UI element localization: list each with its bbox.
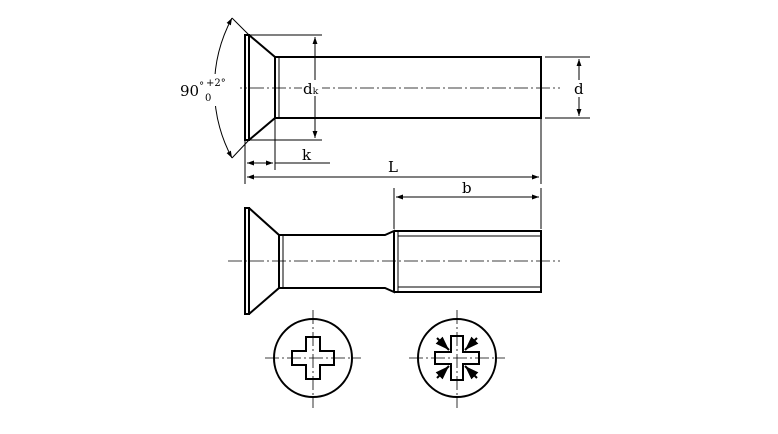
- head-cone-2: [248, 207, 280, 315]
- pozidriv-tick-sw: [435, 365, 450, 380]
- b-dimension: b: [393, 179, 542, 229]
- d-label: d: [574, 80, 584, 98]
- head-top-face: [244, 34, 250, 141]
- angle-ext-top: [231, 17, 250, 36]
- bottom-view-screw: [228, 207, 560, 315]
- pozidriv-tick-ne: [464, 336, 479, 351]
- head-cone: [248, 34, 276, 141]
- L-label: L: [388, 158, 398, 176]
- angle-label-bg: [176, 74, 240, 106]
- d-label-bg: [572, 80, 588, 97]
- d-dimension: d: [545, 56, 590, 119]
- shank-2: [279, 229, 395, 294]
- b-label: b: [462, 179, 472, 197]
- dk-dimension: dₖ: [249, 34, 322, 141]
- k-label: k: [302, 146, 312, 164]
- top-view-screw: [228, 34, 560, 141]
- angle-dimension: 90° +2° 0: [176, 17, 250, 159]
- L-dimension: L: [247, 118, 542, 184]
- angle-tolerance-upper: +2°: [206, 78, 226, 89]
- pozidriv-head-outline: [417, 318, 497, 398]
- pozidriv-drive-view: [409, 310, 505, 408]
- pozidriv-tick-nw: [435, 336, 450, 351]
- phillips-drive-view: [265, 310, 361, 408]
- k-dimension: k: [244, 118, 330, 184]
- angle-label: 90°: [180, 81, 204, 100]
- phillips-recess: [291, 336, 335, 380]
- angle-tolerance-lower: 0: [205, 93, 211, 104]
- pozidriv-tick-se: [464, 365, 479, 380]
- dk-label: dₖ: [303, 80, 319, 98]
- angle-ext-bottom: [231, 139, 250, 159]
- thread-body: [394, 230, 542, 293]
- shank: [275, 56, 542, 119]
- pozidriv-recess: [434, 335, 480, 381]
- dk-label-bg: [302, 80, 322, 96]
- phillips-head-outline: [273, 318, 353, 398]
